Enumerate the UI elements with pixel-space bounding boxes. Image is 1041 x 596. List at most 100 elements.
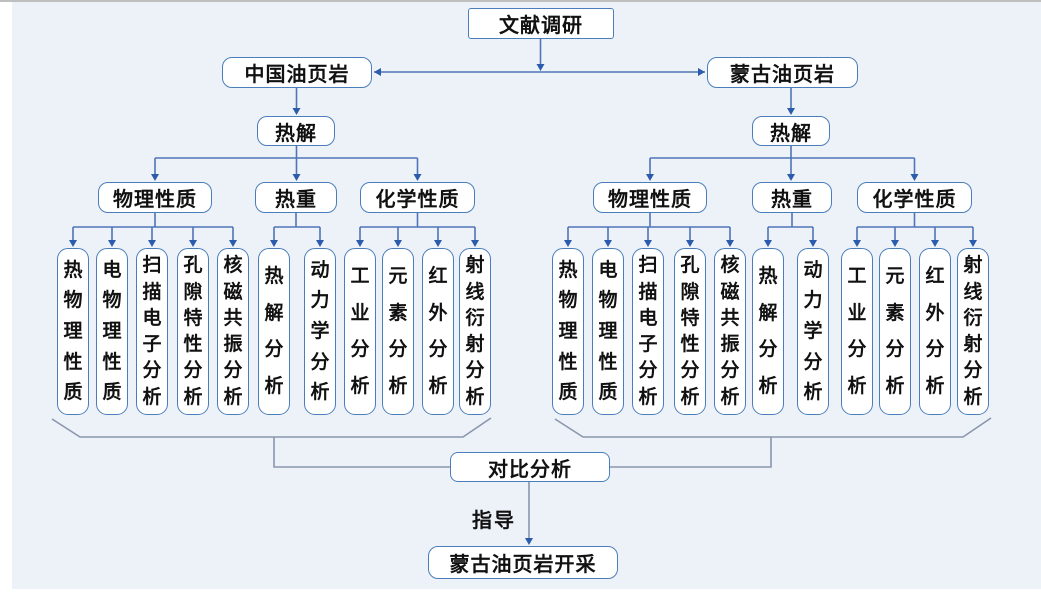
node-pyrolysis-analysis-left: 热解分析 [258, 248, 290, 415]
connector-line [72, 213, 234, 242]
arrow-down-icon [394, 240, 402, 247]
leaf-label: 红外分析 [925, 264, 945, 398]
leaf-label: 电物理性质 [598, 258, 618, 404]
leaf-label: 核磁共振分析 [223, 254, 243, 408]
node-comparative-analysis: 对比分析 [450, 452, 610, 482]
leaf-label: 热解分析 [264, 264, 284, 398]
arrow-down-icon [525, 538, 533, 545]
left-brace-stem [273, 437, 450, 468]
node-kinetics-analysis-left: 动力学分析 [304, 248, 336, 415]
leaf-label: 动力学分析 [310, 258, 330, 404]
node-chemical-properties-right: 化学性质 [857, 182, 972, 213]
right-brace-stem [610, 437, 772, 468]
node-pyrolysis-right: 热解 [752, 116, 830, 146]
node-electrical-physical-left: 电物理性质 [96, 248, 128, 415]
leaf-label: 电物理性质 [102, 258, 122, 404]
connector-line [649, 146, 916, 176]
node-proximate-analysis-right: 工业分析 [841, 248, 873, 415]
leaf-label: 热解分析 [758, 264, 778, 398]
leaf-label: 射线衍射分析 [465, 254, 485, 408]
connector-line [359, 213, 476, 242]
node-elemental-analysis-left: 元素分析 [382, 248, 414, 415]
leaf-label: 工业分析 [350, 264, 370, 398]
node-infrared-analysis-right: 红外分析 [919, 248, 951, 415]
arrow-down-icon [356, 240, 364, 247]
leaf-label: 孔隙特性分析 [680, 254, 700, 408]
node-china-oil-shale: 中国油页岩 [222, 57, 372, 88]
connector-line [856, 213, 974, 242]
arrow-down-icon [787, 108, 795, 115]
arrow-down-icon [891, 240, 899, 247]
arrow-down-icon [646, 174, 654, 181]
connector-line [154, 146, 419, 176]
left-brace [51, 417, 492, 438]
arrow-down-icon [809, 240, 817, 247]
arrow-down-icon [853, 240, 861, 247]
arrow-down-icon [787, 174, 795, 181]
arrow-down-icon [471, 240, 479, 247]
node-mongolia-oil-shale-mining: 蒙古油页岩开采 [428, 546, 618, 579]
node-pyrolysis-left: 热解 [257, 116, 335, 146]
arrow-down-icon [148, 240, 156, 247]
top-edge-divider [0, 0, 1041, 2]
leaf-label: 热物理性质 [558, 258, 578, 404]
node-literature-research: 文献调研 [468, 8, 614, 39]
arrow-down-icon [151, 174, 159, 181]
leaf-label: 元素分析 [885, 264, 905, 398]
node-thermogravimetry-right: 热重 [752, 182, 832, 213]
node-proximate-analysis-left: 工业分析 [344, 248, 376, 415]
node-physical-properties-left: 物理性质 [98, 182, 212, 213]
connector-line [767, 213, 814, 242]
node-infrared-analysis-left: 红外分析 [422, 248, 454, 415]
arrow-down-icon [536, 64, 545, 71]
leaf-label: 动力学分析 [803, 258, 823, 404]
arrow-down-icon [69, 240, 77, 247]
arrow-down-icon [931, 240, 939, 247]
leaf-label: 射线衍射分析 [963, 254, 983, 408]
node-thermal-physical-left: 热物理性质 [57, 248, 89, 415]
arrow-down-icon [564, 240, 572, 247]
arrow-down-icon [316, 240, 324, 247]
node-pyrolysis-analysis-right: 热解分析 [752, 248, 784, 415]
node-kinetics-analysis-right: 动力学分析 [797, 248, 829, 415]
arrow-down-icon [108, 240, 116, 247]
arrow-down-icon [434, 240, 442, 247]
arrow-left-icon [374, 68, 381, 76]
arrow-down-icon [292, 174, 301, 181]
guide-label: 指导 [472, 508, 516, 532]
node-nmr-analysis-left: 核磁共振分析 [217, 248, 249, 415]
node-thermal-physical-right: 热物理性质 [552, 248, 584, 415]
node-mongolia-oil-shale: 蒙古油页岩 [707, 57, 858, 88]
arrow-down-icon [189, 240, 197, 247]
arrow-down-icon [910, 174, 919, 181]
left-edge-margin [0, 2, 12, 596]
connector-line [273, 213, 321, 242]
node-pore-analysis-right: 孔隙特性分析 [674, 248, 706, 415]
arrow-down-icon [413, 174, 422, 181]
leaf-label: 扫描电子分析 [142, 254, 162, 408]
leaf-label: 工业分析 [847, 264, 867, 398]
arrow-down-icon [604, 240, 612, 247]
bottom-edge-margin [0, 589, 1041, 596]
arrow-down-icon [270, 240, 278, 247]
node-pore-analysis-left: 孔隙特性分析 [177, 248, 209, 415]
arrow-right-icon [698, 68, 705, 76]
node-elemental-analysis-right: 元素分析 [879, 248, 911, 415]
node-sem-analysis-left: 扫描电子分析 [136, 248, 168, 415]
node-nmr-analysis-right: 核磁共振分析 [714, 248, 746, 415]
arrow-down-icon [229, 240, 237, 247]
arrow-down-icon [969, 240, 977, 247]
node-chemical-properties-left: 化学性质 [360, 182, 475, 213]
leaf-label: 孔隙特性分析 [183, 254, 203, 408]
node-xrd-analysis-left: 射线衍射分析 [459, 248, 491, 415]
leaf-label: 热物理性质 [63, 258, 83, 404]
leaf-label: 核磁共振分析 [720, 254, 740, 408]
arrow-down-icon [292, 108, 301, 115]
right-brace [554, 417, 992, 438]
leaf-label: 扫描电子分析 [638, 254, 658, 408]
node-physical-properties-right: 物理性质 [593, 182, 707, 213]
node-sem-analysis-right: 扫描电子分析 [632, 248, 664, 415]
leaf-label: 红外分析 [428, 264, 448, 398]
